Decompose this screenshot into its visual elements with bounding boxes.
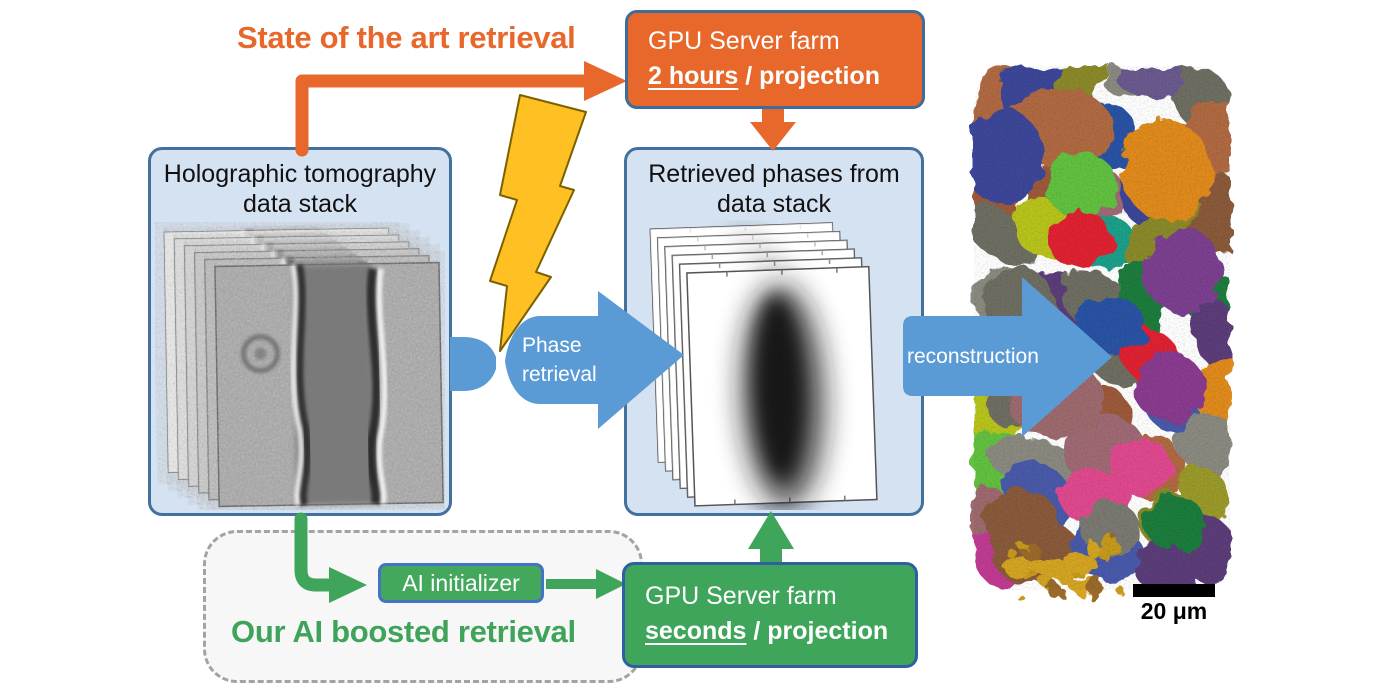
holo-box-title-line1: Holographic tomography xyxy=(163,160,437,188)
gpu-server-farm-fast-box: GPU Server farm seconds / projection xyxy=(622,562,918,668)
gpu-slow-name: GPU Server farm xyxy=(648,27,840,55)
holographic-data-stack-box: Holographic tomography data stack xyxy=(148,147,452,516)
heading-ai-boosted: Our AI boosted retrieval xyxy=(231,614,576,649)
holo-box-title-line2: data stack xyxy=(243,190,357,218)
ai-initializer-box: AI initializer xyxy=(378,563,544,603)
hologram-image-stack xyxy=(155,222,445,510)
gpu-slow-time-unit: / projection xyxy=(745,62,880,90)
phase-sheets xyxy=(650,222,877,510)
holo-box-title: Holographic tomography data stack xyxy=(151,150,449,219)
grain-speckle-texture xyxy=(974,66,1230,590)
orange-down-arrow xyxy=(750,104,796,151)
phase-arrow-stub xyxy=(450,337,496,391)
gpu-fast-name: GPU Server farm xyxy=(645,582,837,610)
gpu-slow-time: 2 hours / projection xyxy=(648,58,922,94)
gpu-server-farm-slow-box: GPU Server farm 2 hours / projection xyxy=(625,10,925,109)
hologram-sheets xyxy=(164,228,443,508)
scale-bar-label: 20 μm xyxy=(1140,598,1208,624)
phase-retrieval-label: Phase retrieval xyxy=(522,331,597,389)
scale-bar xyxy=(1133,584,1215,597)
phase-retrieval-label-line1: Phase xyxy=(522,334,582,357)
lightning-bolt-icon xyxy=(489,94,587,352)
phases-box-title-line2: data stack xyxy=(717,190,831,218)
sota-elbow-arrowhead xyxy=(584,61,627,101)
reconstruction-label: reconstruction xyxy=(907,345,1039,368)
green-up-arrow xyxy=(748,511,794,566)
retrieved-phases-box: Retrieved phases from data stack xyxy=(624,147,924,516)
gpu-slow-time-value: 2 hours xyxy=(648,62,739,90)
phases-box-title-line1: Retrieved phases from xyxy=(648,160,900,188)
phase-retrieval-label-line2: retrieval xyxy=(522,363,597,386)
gpu-fast-time-value: seconds xyxy=(645,617,747,645)
phases-box-title: Retrieved phases from data stack xyxy=(627,150,921,219)
phase-image-stack xyxy=(635,220,915,510)
heading-state-of-the-art: State of the art retrieval xyxy=(237,20,576,55)
gpu-fast-time-unit: / projection xyxy=(753,617,889,645)
gpu-fast-time: seconds / projection xyxy=(645,613,915,649)
sota-elbow-arrow xyxy=(295,74,593,157)
grain-fragment xyxy=(1015,592,1023,600)
ai-boosted-region-box xyxy=(203,530,643,683)
grain-fragment xyxy=(1059,590,1069,600)
reconstruction-3d-image xyxy=(974,66,1230,602)
ai-initializer-label: AI initializer xyxy=(402,569,520,596)
